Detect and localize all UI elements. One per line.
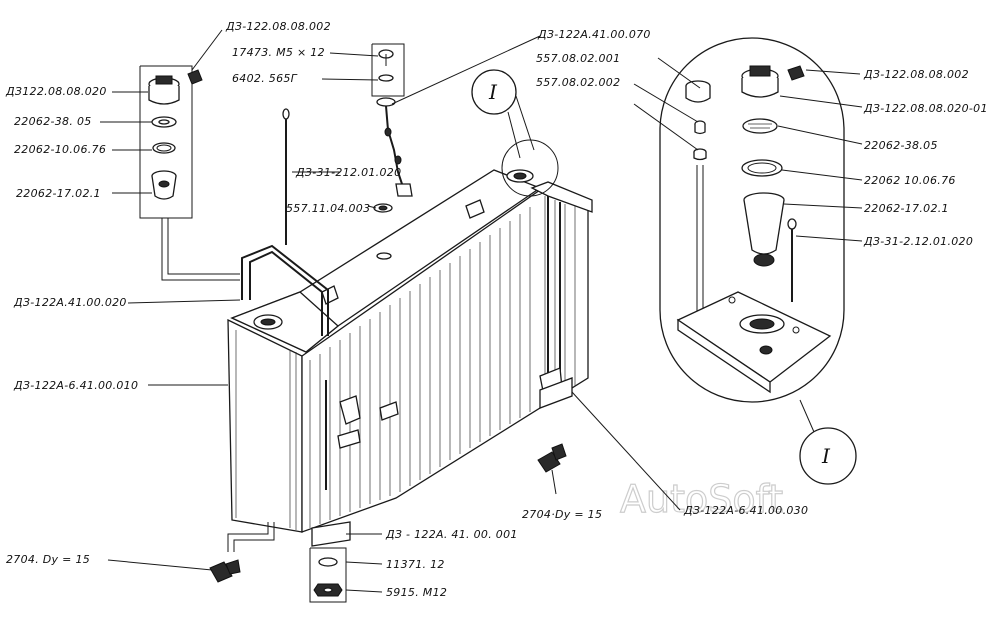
- label-5915-m12: 5915. М12: [386, 586, 447, 599]
- label-2704-dy15-mid: 2704·Dy = 15: [522, 508, 602, 521]
- drain-assembly-left: [209, 522, 275, 583]
- label-dz-31-212-01-020: ДЗ-31-212.01.020: [295, 166, 401, 179]
- top-center-fitting-assembly: [371, 43, 413, 213]
- left-filler-cap-assembly: [139, 65, 240, 281]
- drain-valve-left: [209, 561, 233, 583]
- detail-bolt-part: [787, 65, 805, 81]
- sensor-part: [395, 183, 413, 197]
- strap-top: [530, 181, 593, 213]
- fuel-tank: [227, 169, 593, 547]
- label-2704-dy15-left: 2704. Dy = 15: [6, 553, 90, 566]
- callout-top-text: I: [488, 80, 498, 104]
- label-22062-38-05-left: 22062-38. 05: [14, 115, 92, 128]
- callout-detail-text: I: [821, 444, 831, 468]
- label-557-08-02-001: 557.08.02.001: [536, 52, 620, 65]
- tank-front-face: [227, 318, 303, 533]
- flange-part: [376, 97, 396, 107]
- top-parts-frame: [371, 43, 405, 97]
- label-22062-10-06-76-right: 22062 10.06.76: [864, 174, 956, 187]
- label-dz-122-08-08-002-left: ДЗ-122.08.08.002: [225, 20, 331, 33]
- label-dz-122-08-08-020-01: ДЗ-122.08.08.020-01: [863, 102, 988, 115]
- detail-plug-part: [685, 86, 711, 103]
- label-dz-122a-6-41-00-010: ДЗ-122А-6.41.00.010: [13, 379, 138, 392]
- bottom-fastener-set: [309, 547, 347, 603]
- small-bolt-part: [187, 69, 203, 85]
- label-22062-17-02-1-left: 22062-17.02.1: [16, 187, 101, 200]
- label-6402-565g: 6402. 565Г: [232, 72, 298, 85]
- level-tube: [385, 105, 405, 191]
- label-dz-122-08-08-002-right: ДЗ-122.08.08.002: [863, 68, 969, 81]
- washer-part: [378, 74, 394, 82]
- label-dz-122a-41-00-001: ДЗ - 122А. 41. 00. 001: [385, 528, 518, 541]
- tank-foot: [311, 521, 351, 547]
- label-17473-m5x12: 17473. М5 × 12: [232, 46, 325, 59]
- detail-gasket-part: [742, 118, 778, 134]
- dipstick-left: [282, 108, 290, 245]
- watermark-text: AutoSoft: [620, 477, 783, 521]
- label-557-11-04-003: 557.11.04.003: [286, 202, 370, 215]
- snap-ring-part: [152, 142, 176, 154]
- label-557-08-02-002: 557.08.02.002: [536, 76, 620, 89]
- callout-circle-top: [471, 69, 517, 115]
- label-22062-38-05-right: 22062-38.05: [864, 139, 938, 152]
- label-dz-122a-6-41-00-030: ДЗ-122А-6.41.00.030: [683, 504, 808, 517]
- spring-washer-part: [318, 557, 338, 567]
- callout-circle-detail: [799, 427, 857, 485]
- drain-valve-mid: [537, 443, 567, 473]
- label-dz-122a-41-00-020: ДЗ-122А.41.00.020: [13, 296, 127, 309]
- label-dz-122a-41-00-070: ДЗ-122А.41.00.070: [537, 28, 651, 41]
- part-labels: ДЗ-122.08.08.002 17473. М5 × 12 6402. 56…: [5, 20, 988, 599]
- detail-view-i: [659, 37, 845, 403]
- label-22062-10-06-76-left: 22062-10.06.76: [14, 143, 106, 156]
- tank-handle: [241, 244, 329, 336]
- leader-lines: [100, 29, 863, 593]
- label-22062-17-02-1-right: 22062-17.02.1: [864, 202, 949, 215]
- filler-cap-body: [148, 86, 180, 105]
- label-dz122-08-08-020: ДЗ122.08.08.020: [5, 85, 107, 98]
- filler-cap-knob: [155, 75, 173, 85]
- label-dz-31-2-12-01-020: ДЗ-31-2.12.01.020: [863, 235, 973, 248]
- label-11371-12: 11371. 12: [386, 558, 445, 571]
- left-parts-frame: [139, 65, 193, 219]
